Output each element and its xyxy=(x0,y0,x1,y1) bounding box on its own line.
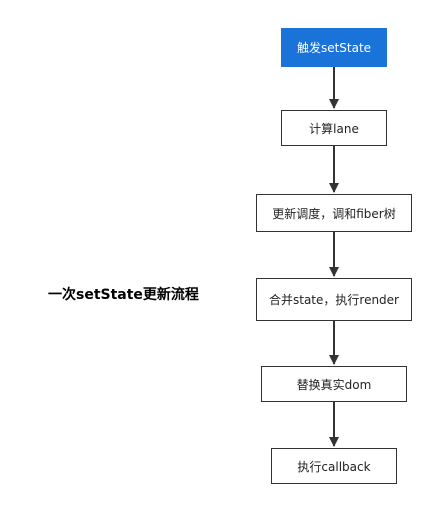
diagram-title: 一次setState更新流程 xyxy=(48,287,199,303)
step-trigger-setstate: 触发setState xyxy=(281,28,387,67)
step-replace-dom: 替换真实dom xyxy=(261,366,407,402)
step-schedule-reconcile: 更新调度，调和fiber树 xyxy=(256,194,412,232)
step-merge-state-render: 合并state，执行render xyxy=(256,278,412,321)
step-compute-lane: 计算lane xyxy=(281,110,387,146)
step-execute-callback: 执行callback xyxy=(271,448,397,484)
